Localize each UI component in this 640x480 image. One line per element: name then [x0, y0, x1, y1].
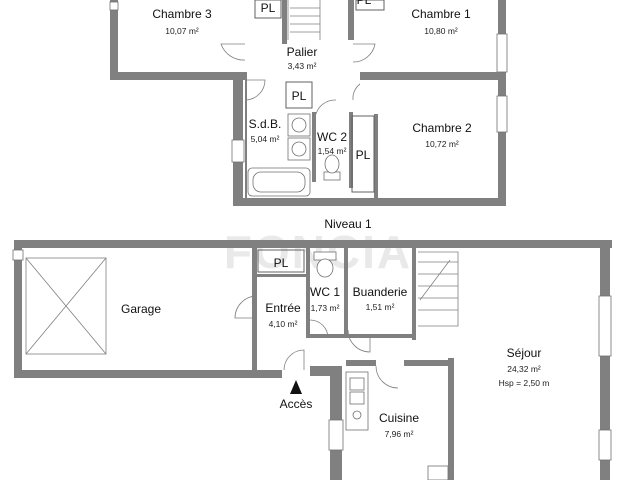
room-name-chambre-3: Chambre 3	[152, 7, 212, 21]
wall	[346, 360, 376, 366]
wall	[448, 358, 454, 480]
room-name-chambre-2: Chambre 2	[412, 121, 472, 135]
room-area-wc-1: 1,73 m²	[311, 303, 340, 313]
room-area-cuisine: 7,96 m²	[385, 429, 414, 439]
toilet-bowl	[324, 154, 340, 174]
wall	[257, 274, 307, 277]
washbasin-bowl	[291, 141, 307, 157]
wall	[14, 240, 612, 248]
room-name-palier: Palier	[287, 45, 318, 59]
wall	[310, 366, 340, 376]
room-name-sdb: S.d.B.	[249, 117, 282, 131]
kitchen-sink	[349, 391, 365, 405]
room-name-wc-2: WC 2	[317, 130, 347, 144]
wall	[245, 72, 247, 198]
room-name-chambre-1: Chambre 1	[411, 7, 471, 21]
closet-label: PL	[292, 89, 307, 103]
window	[496, 95, 508, 133]
closet	[254, 0, 282, 19]
kitchen-appliance	[427, 465, 449, 480]
window	[598, 295, 612, 357]
closet	[257, 249, 305, 273]
window	[328, 419, 344, 451]
garage-door	[25, 257, 107, 355]
wall	[14, 240, 22, 378]
stair-arrow	[419, 259, 451, 301]
wall	[349, 112, 353, 188]
level-title: Niveau 1	[324, 217, 372, 231]
toilet-bowl	[316, 258, 334, 278]
room-area-chambre-3: 10,07 m²	[165, 26, 199, 36]
kitchen-hob	[352, 410, 362, 420]
room-area-sdb: 5,04 m²	[251, 134, 280, 144]
room-name-wc-1: WC 1	[310, 285, 340, 299]
wall	[233, 72, 243, 206]
wall	[233, 198, 506, 206]
closet	[355, 0, 385, 11]
wall	[306, 248, 310, 338]
room-area-wc-2: 1,54 m²	[318, 146, 347, 156]
staircase	[418, 251, 459, 327]
wall	[404, 360, 454, 366]
staircase	[287, 0, 321, 40]
wall	[110, 72, 245, 80]
kitchen-sink	[349, 377, 365, 391]
garage-door-cross	[25, 257, 107, 355]
bathtub-inner	[252, 171, 306, 193]
access-label: Accès	[280, 397, 313, 411]
closet-label: PL	[357, 0, 372, 7]
door-swing	[220, 43, 246, 61]
door-swing	[283, 349, 305, 371]
room-name-garage: Garage	[121, 302, 161, 316]
wall	[374, 114, 378, 198]
access-arrow-icon	[290, 380, 302, 394]
ceiling-height: Hsp = 2,50 m	[499, 378, 550, 388]
wall	[110, 0, 118, 80]
wall	[600, 240, 610, 480]
door-swing	[347, 329, 371, 353]
window	[12, 249, 24, 261]
room-name-cuisine: Cuisine	[379, 411, 419, 425]
room-area-palier: 3,43 m²	[288, 61, 317, 71]
door-swing	[375, 365, 399, 389]
door-swing	[315, 99, 337, 115]
room-area-buanderie: 1,51 m²	[366, 302, 395, 312]
washbasin-bowl	[291, 117, 307, 133]
room-name-entree: Entrée	[265, 301, 301, 315]
window	[496, 33, 508, 73]
room-name-sejour: Séjour	[507, 346, 542, 360]
wall	[348, 0, 354, 40]
wall	[360, 72, 500, 80]
door-swing	[352, 83, 361, 101]
closet-label: PL	[274, 256, 289, 270]
wall	[252, 248, 257, 370]
closet	[351, 115, 375, 193]
wall	[412, 248, 416, 340]
door-swing	[352, 43, 376, 63]
closet	[285, 81, 313, 109]
room-area-chambre-1: 10,80 m²	[424, 26, 458, 36]
wall	[312, 112, 316, 182]
door-swing	[309, 319, 329, 339]
room-area-chambre-2: 10,72 m²	[425, 139, 459, 149]
room-area-entree: 4,10 m²	[269, 319, 298, 329]
room-area-sejour: 24,32 m²	[507, 364, 541, 374]
window	[109, 1, 119, 11]
room-name-buanderie: Buanderie	[353, 285, 408, 299]
window	[598, 429, 612, 461]
wall	[282, 0, 287, 44]
wall	[310, 334, 416, 338]
window	[231, 139, 245, 163]
door-swing	[234, 295, 258, 319]
door-swing	[244, 79, 266, 101]
wall	[14, 370, 282, 378]
wall	[344, 248, 348, 338]
closet-label: PL	[356, 148, 371, 162]
upper-floor: Chambre 3 10,07 m² PL PL Chambre 1 10,80…	[109, 0, 508, 206]
lower-floor: Garage PL Entrée 4,10 m² WC 1 1,73 m² Bu…	[12, 240, 612, 480]
closet-label: PL	[261, 1, 276, 15]
